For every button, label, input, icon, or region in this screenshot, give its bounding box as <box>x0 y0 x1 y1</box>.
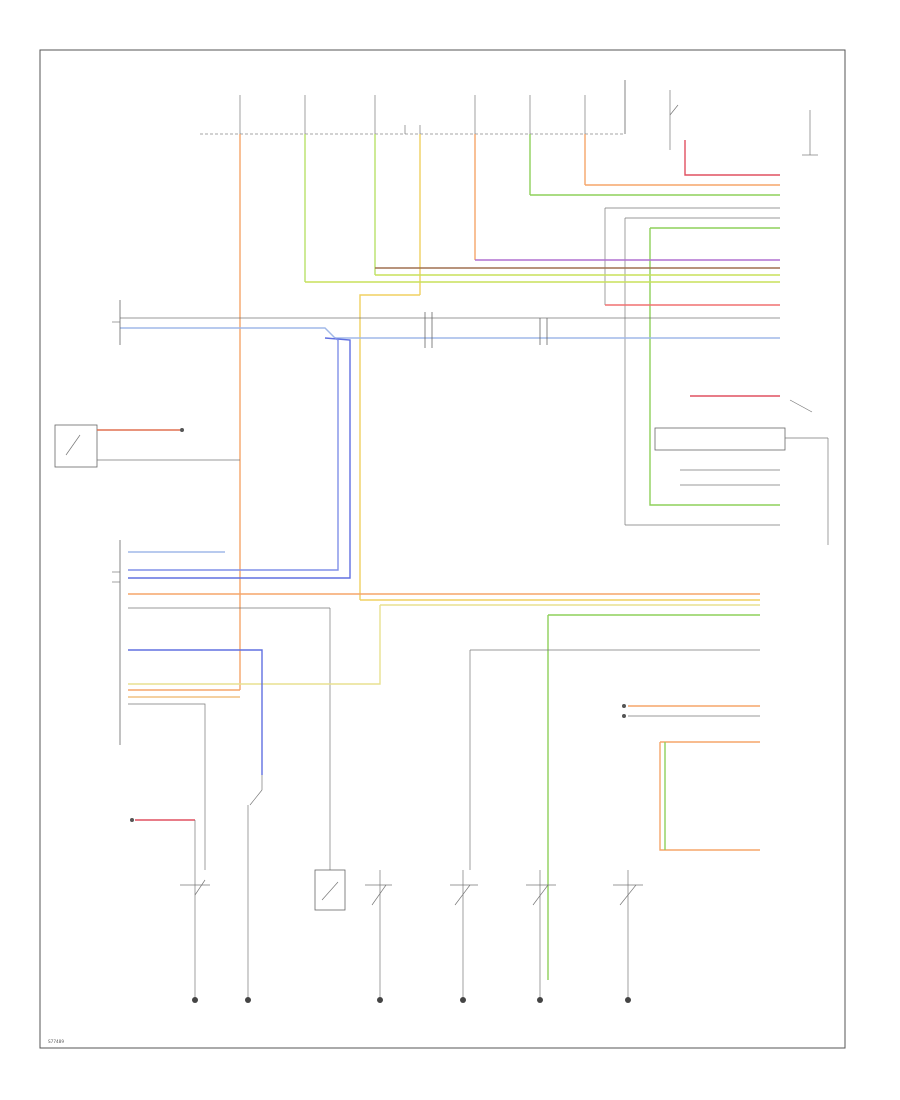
right-module-upper <box>625 395 829 545</box>
bottom-switch-7 <box>613 870 643 1003</box>
bottom-switch-3 <box>314 869 346 911</box>
connector-left-top <box>112 300 121 345</box>
ground-icon <box>537 997 543 1003</box>
wire-yellow-long <box>359 294 420 600</box>
connector-right-lower <box>622 704 760 851</box>
wire-green-long <box>649 227 780 506</box>
ground-icon <box>625 997 631 1003</box>
wire-bottom-blue <box>128 649 263 775</box>
ground-icon <box>460 997 466 1003</box>
bottom-switch-4 <box>365 870 392 1003</box>
wire-bottom-grey-2 <box>469 649 760 870</box>
wire-bottom-grey-3 <box>128 703 206 870</box>
wire-red <box>684 140 780 176</box>
ground-icon <box>377 997 383 1003</box>
left-bottom-red <box>130 818 196 870</box>
footer-code: S77489 <box>48 1039 64 1044</box>
bottom-switch-5 <box>450 870 478 1003</box>
bottom-switch-6 <box>526 870 556 1003</box>
wire-bottom-yellow-2 <box>128 604 760 685</box>
ground-icon <box>245 997 251 1003</box>
bottom-switch-1 <box>180 870 210 1003</box>
left-switch-module <box>54 424 240 468</box>
bottom-switch-2 <box>245 775 263 1003</box>
diagram-frame <box>39 49 846 1049</box>
component-top-right <box>669 90 818 156</box>
connector-left-lower <box>112 540 225 745</box>
wire-can-blue-2 <box>128 337 339 571</box>
ground-icon <box>192 997 198 1003</box>
mid-connectors <box>424 312 548 348</box>
wire-can-blue <box>128 337 351 579</box>
junction-block-top <box>200 80 626 135</box>
wire-can-light-blue <box>120 327 780 339</box>
wire-bottom-green <box>547 614 760 980</box>
